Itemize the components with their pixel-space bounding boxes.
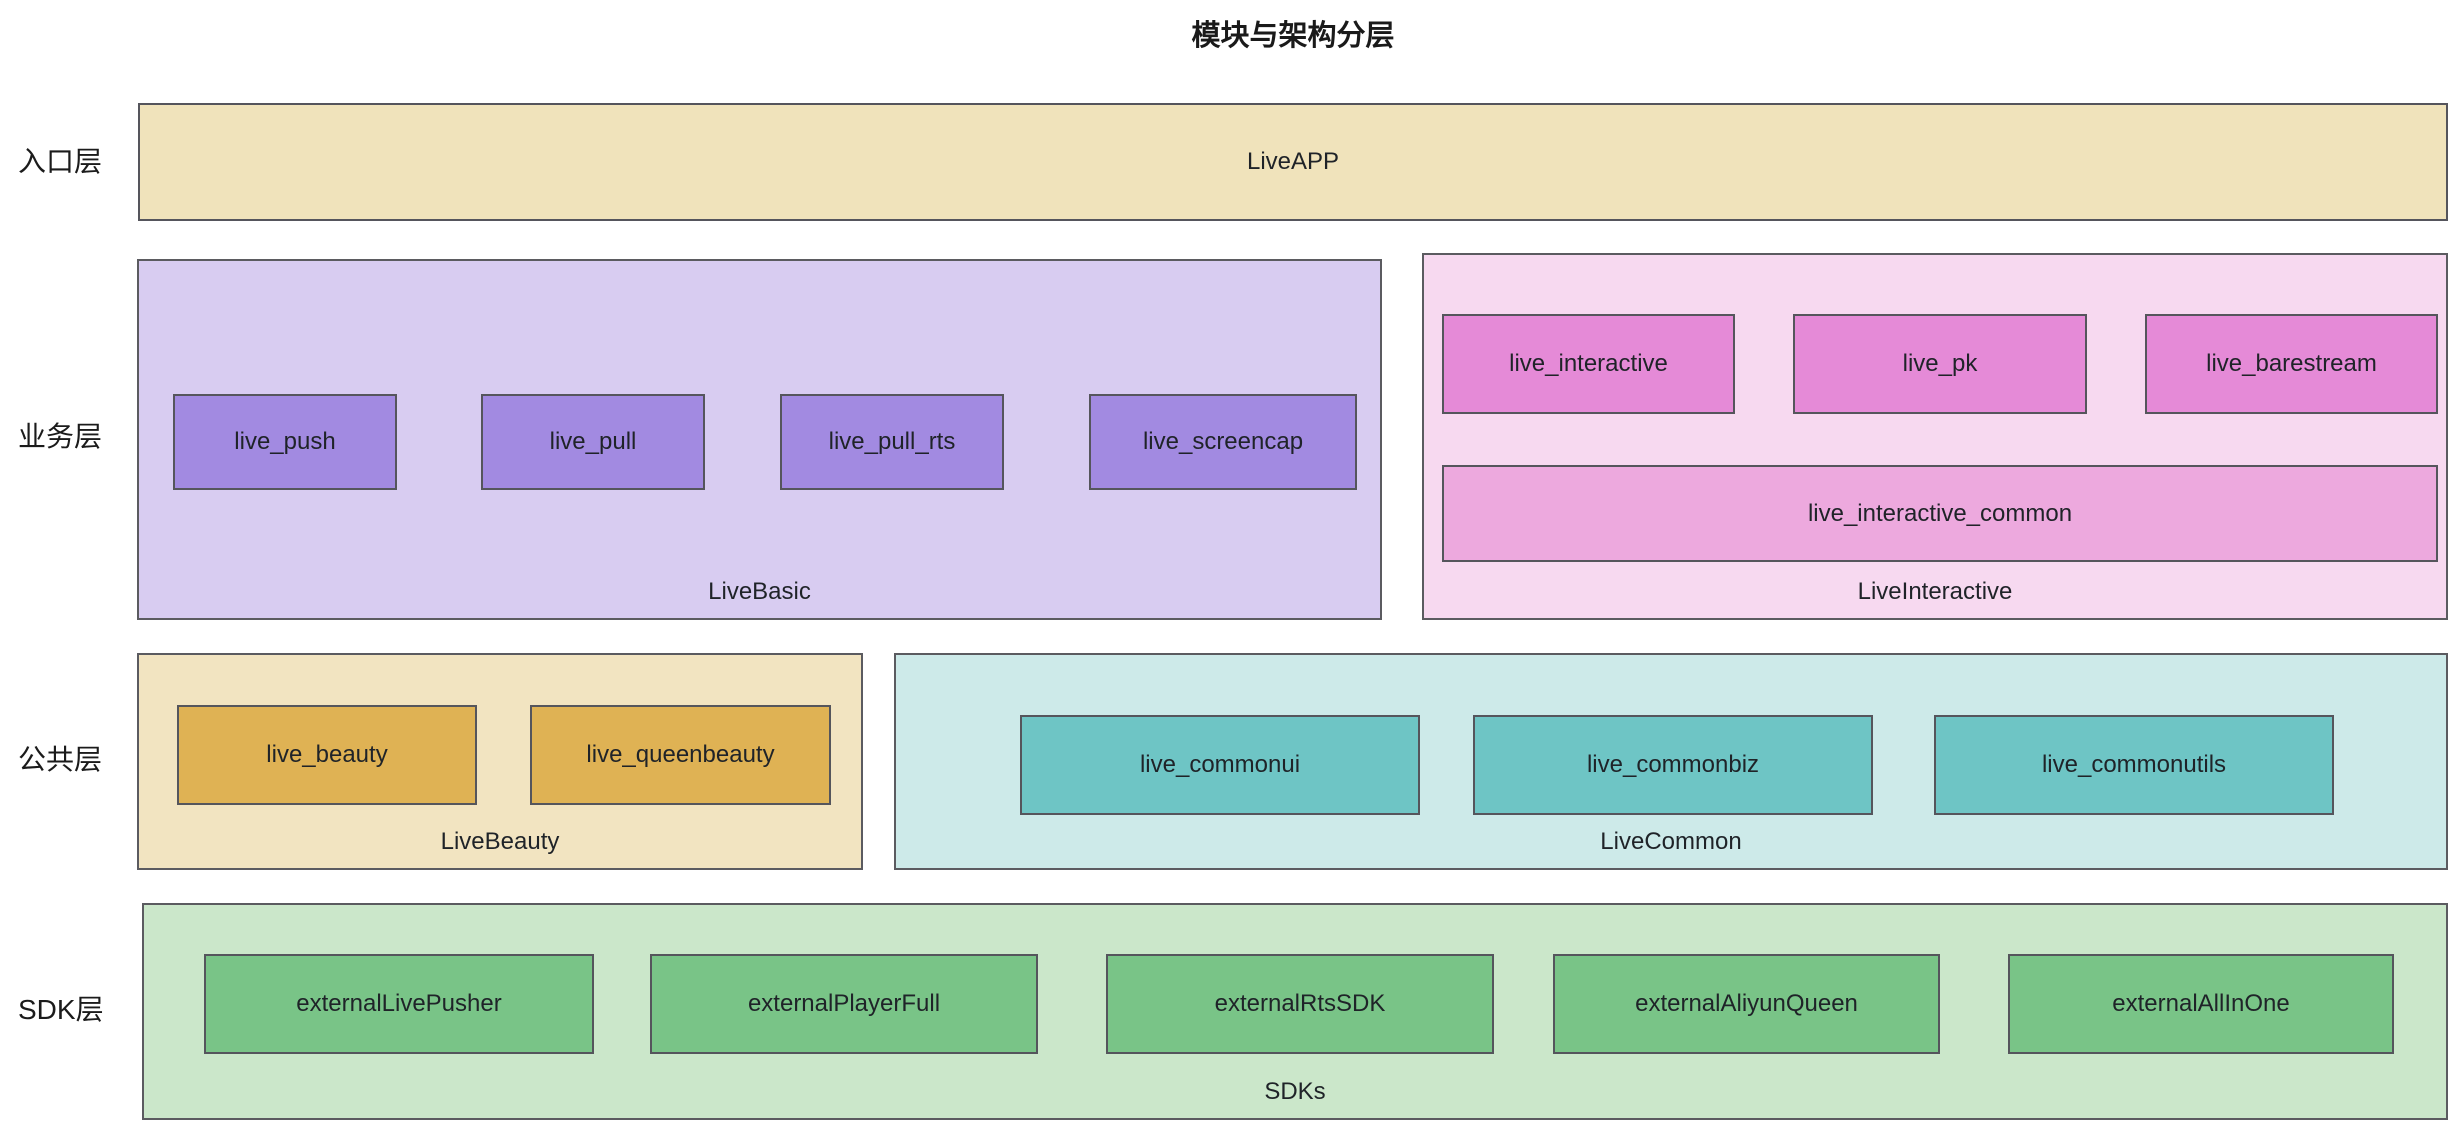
group-livebasic: live_push live_pull live_pull_rts live_s… xyxy=(137,259,1382,620)
layer-label-entry: 入口层 xyxy=(18,146,103,177)
node-live-beauty: live_beauty xyxy=(177,705,477,805)
node-live-commonbiz: live_commonbiz xyxy=(1473,715,1873,815)
group-livecommon-label: LiveCommon xyxy=(1600,828,1742,855)
node-liveapp: LiveAPP xyxy=(138,103,2448,221)
group-livebasic-label: LiveBasic xyxy=(708,578,811,605)
group-sdks-label: SDKs xyxy=(1264,1078,1326,1105)
group-livebeauty-label: LiveBeauty xyxy=(440,828,560,855)
node-external-live-pusher: externalLivePusher xyxy=(204,954,594,1054)
node-live-barestream: live_barestream xyxy=(2145,314,2438,414)
node-live-pk: live_pk xyxy=(1793,314,2087,414)
node-live-queenbeauty: live_queenbeauty xyxy=(530,705,831,805)
group-livecommon: live_commonui live_commonbiz live_common… xyxy=(894,653,2448,870)
group-liveinteractive: live_interactive live_pk live_barestream… xyxy=(1422,253,2448,620)
node-external-player-full: externalPlayerFull xyxy=(650,954,1038,1054)
node-live-commonui: live_commonui xyxy=(1020,715,1420,815)
node-live-pull-rts: live_pull_rts xyxy=(780,394,1004,490)
group-sdks: externalLivePusher externalPlayerFull ex… xyxy=(142,903,2448,1120)
node-live-interactive-common: live_interactive_common xyxy=(1442,465,2438,562)
diagram-title: 模块与架构分层 xyxy=(1191,20,1395,52)
node-external-all-in-one: externalAllInOne xyxy=(2008,954,2394,1054)
node-live-screencap: live_screencap xyxy=(1089,394,1357,490)
group-liveinteractive-label: LiveInteractive xyxy=(1857,578,2013,605)
node-external-aliyun-queen: externalAliyunQueen xyxy=(1553,954,1940,1054)
layer-label-sdk: SDK层 xyxy=(18,994,104,1025)
node-external-rts-sdk: externalRtsSDK xyxy=(1106,954,1494,1054)
node-live-push: live_push xyxy=(173,394,397,490)
node-live-commonutils: live_commonutils xyxy=(1934,715,2334,815)
group-livebeauty: live_beauty live_queenbeauty LiveBeauty xyxy=(137,653,863,870)
layer-label-business: 业务层 xyxy=(18,421,103,452)
node-live-interactive: live_interactive xyxy=(1442,314,1735,414)
layer-label-common: 公共层 xyxy=(18,744,103,775)
node-live-pull: live_pull xyxy=(481,394,705,490)
